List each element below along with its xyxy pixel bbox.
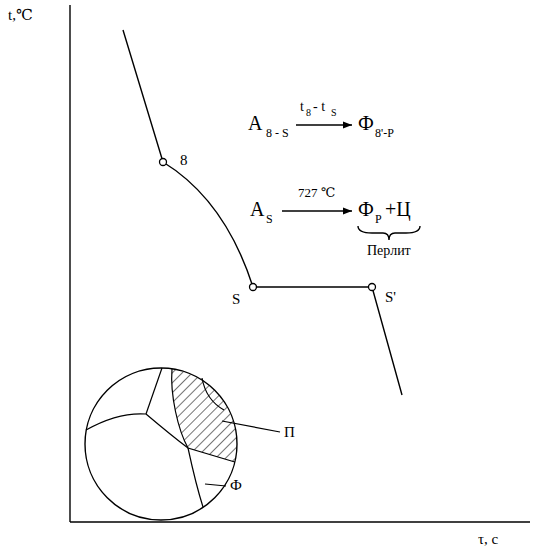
- subscript: 8: [306, 108, 311, 118]
- point-marker: [160, 159, 167, 166]
- transformation-arrow: [296, 124, 352, 125]
- cooling-curve: [123, 30, 402, 395]
- phase-symbol: А: [248, 113, 262, 133]
- temperature-label: 727 ℃: [298, 186, 335, 199]
- grain-boundary: [172, 369, 235, 462]
- temperature-label: t: [300, 100, 304, 114]
- axis-label: t,℃: [8, 8, 33, 23]
- microstructure-circle: [85, 368, 237, 520]
- structure-label: Перлит: [367, 244, 411, 258]
- phase-symbol: +Ц: [385, 199, 411, 219]
- point-label: 8: [180, 153, 188, 168]
- leader-line: [222, 421, 280, 432]
- temperature-label: - t: [313, 100, 325, 114]
- point-label: S: [232, 292, 240, 307]
- pearlite-brace: [358, 226, 420, 240]
- grain-boundary: [86, 414, 146, 430]
- phase-symbol: А: [250, 199, 264, 219]
- structure-label: Ф: [230, 478, 242, 493]
- pearlite-region: [172, 369, 237, 462]
- grain-boundary: [202, 378, 224, 410]
- subscript: 8'-Р: [375, 127, 394, 139]
- subscript: Р: [375, 213, 382, 225]
- leader-line: [205, 484, 226, 486]
- structure-label: П: [284, 425, 295, 440]
- phase-symbol: Ф: [358, 113, 374, 133]
- point-marker: [369, 284, 376, 291]
- point-label: S': [385, 290, 396, 305]
- grain-boundary: [146, 368, 162, 414]
- phase-symbol: Ф: [358, 199, 374, 219]
- subscript: S: [266, 213, 273, 225]
- grain-boundary: [188, 448, 203, 507]
- subscript: 8 - S: [266, 127, 289, 139]
- microstructure: [85, 368, 280, 520]
- subscript: S: [331, 108, 337, 118]
- grain-boundary: [146, 414, 188, 448]
- time-axis: [70, 521, 530, 522]
- temperature-axis: [69, 5, 70, 522]
- transformation-arrow: [282, 210, 352, 211]
- axis-label: τ, с: [478, 532, 498, 547]
- point-marker: [250, 284, 257, 291]
